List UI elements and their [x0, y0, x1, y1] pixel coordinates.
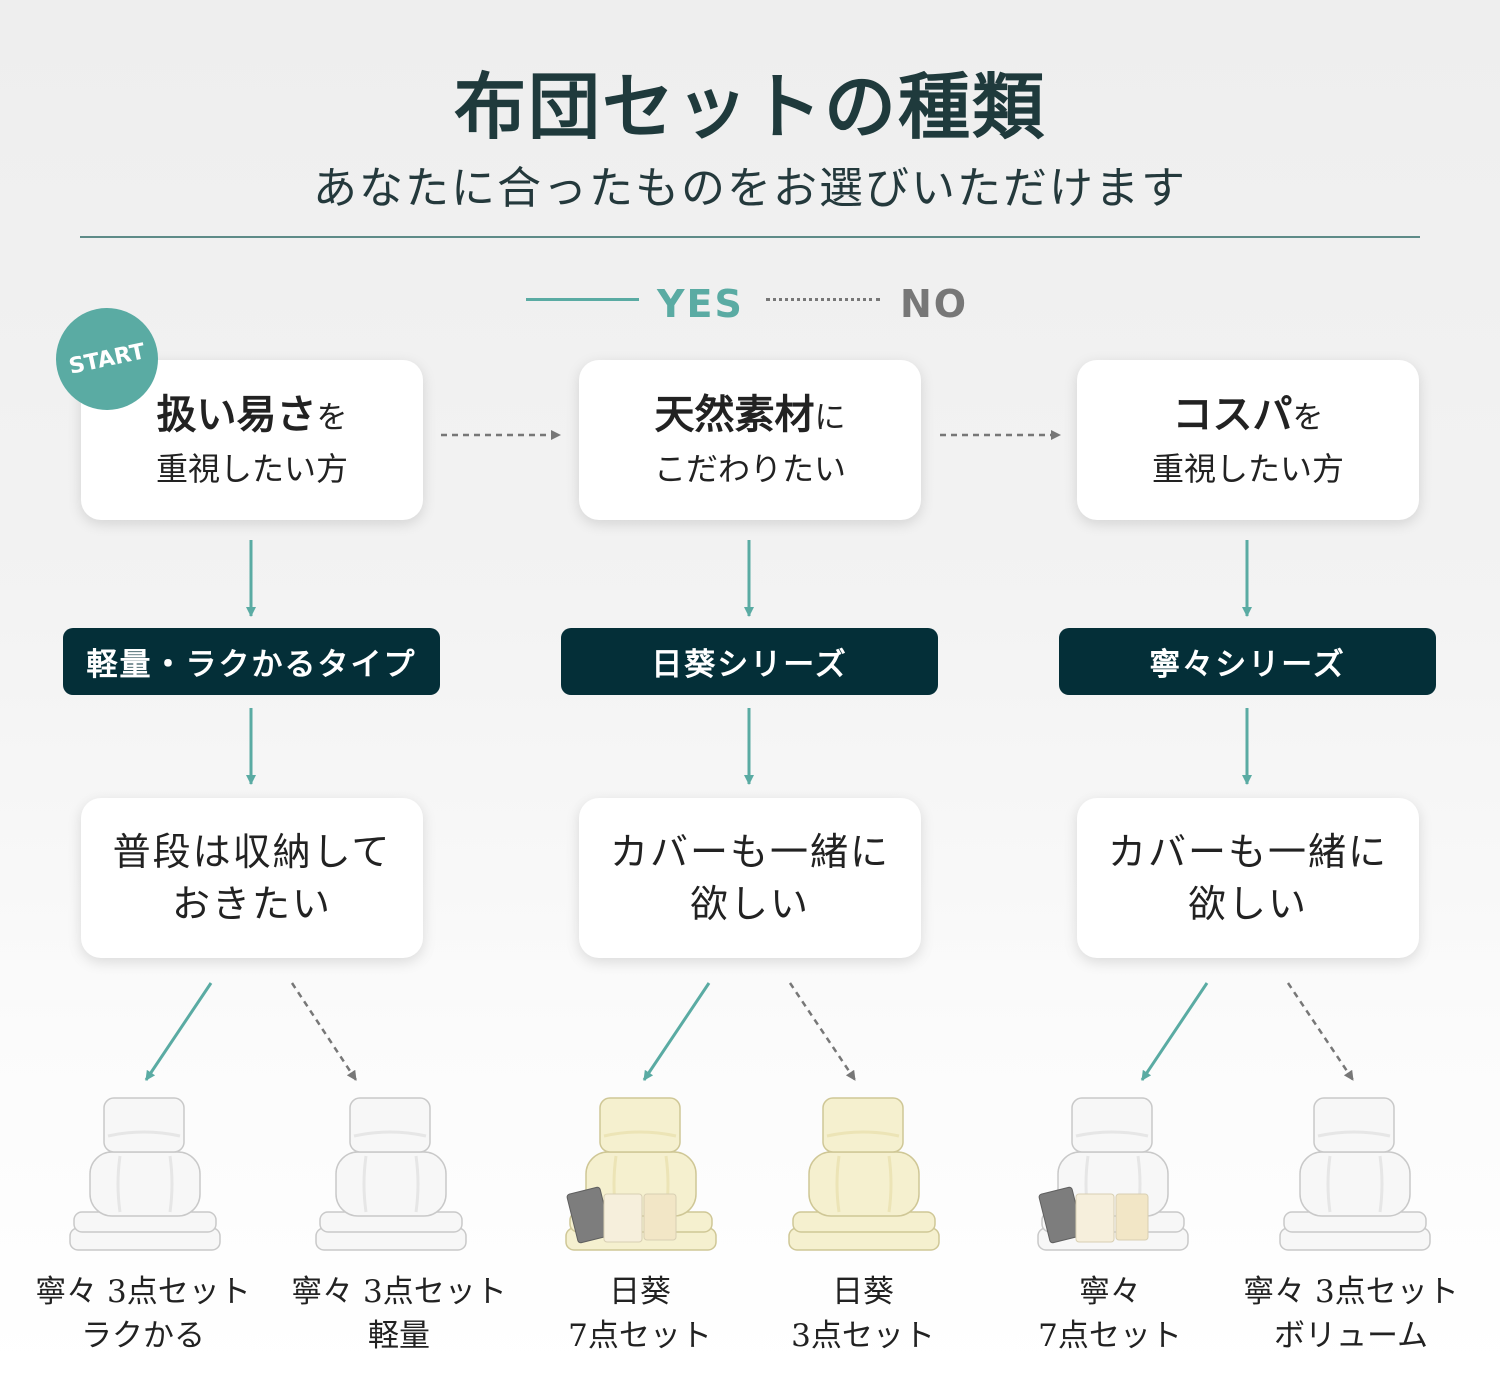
question-card-value: コスパを 重視したい方: [1077, 360, 1419, 520]
product-image-himawari-7pc: [565, 1097, 717, 1251]
divider: [80, 236, 1420, 238]
product-image-nene-3pc-volume: [1279, 1097, 1431, 1251]
condition-card-cover: カバーも一緒に 欲しい: [579, 798, 921, 958]
legend-no-label: NO: [900, 282, 969, 326]
product-label-line2: ラクかる: [81, 1318, 205, 1354]
no-arrow: [290, 982, 358, 1081]
condition-line1: 普段は収納して: [112, 830, 392, 874]
product-label-line1: 寧々 3点セット: [35, 1274, 251, 1310]
condition-line2: おきたい: [171, 882, 332, 926]
condition-line1: カバーも一緒に: [1107, 830, 1388, 874]
yes-arrow: [642, 982, 711, 1081]
product-label: 日葵 7点セット: [515, 1270, 765, 1358]
product-label: 寧々 3点セット 軽量: [274, 1270, 524, 1358]
product-image-nene-7pc: [1037, 1097, 1189, 1251]
product-label-line2: 7点セット: [1038, 1318, 1182, 1354]
condition-line2: 欲しい: [689, 882, 810, 926]
product-label-line1: 寧々: [1079, 1274, 1141, 1310]
product-label: 日葵 3点セット: [738, 1270, 988, 1358]
product-label-line1: 寧々 3点セット: [291, 1274, 507, 1310]
question-card-natural: 天然素材に こだわりたい: [579, 360, 921, 520]
legend-no-line: [766, 298, 880, 301]
yes-arrow: [144, 982, 213, 1081]
product-label-line1: 日葵: [832, 1274, 894, 1310]
product-label-line2: 7点セット: [568, 1318, 712, 1354]
product-label: 寧々 7点セット: [985, 1270, 1235, 1358]
question-keyword: 扱い易さ: [156, 391, 317, 438]
product-image-nene-3pc-light: [315, 1097, 467, 1251]
legend-yes-label: YES: [657, 282, 744, 326]
question-line2: こだわりたい: [653, 449, 846, 488]
product-label-line1: 日葵: [609, 1274, 671, 1310]
legend-yes-line: [526, 298, 639, 301]
product-label-line2: 軽量: [368, 1318, 430, 1354]
product-image-himawari-3pc: [788, 1097, 940, 1251]
question-particle: を: [1292, 399, 1324, 436]
page-title: 布団セットの種類: [453, 64, 1046, 149]
condition-line2: 欲しい: [1187, 882, 1308, 926]
question-line2: 重視したい方: [155, 449, 348, 488]
question-particle: に: [814, 399, 846, 436]
condition-card-cover: カバーも一緒に 欲しい: [1077, 798, 1419, 958]
product-label-line2: ボリューム: [1273, 1318, 1429, 1354]
page-subtitle: あなたに合ったものをお選びいただけます: [313, 163, 1187, 214]
product-label: 寧々 3点セット ラクかる: [18, 1270, 268, 1358]
product-image-nene-3pc-rakukaru: [69, 1097, 221, 1251]
product-label-line1: 寧々 3点セット: [1243, 1274, 1459, 1310]
product-label: 寧々 3点セット ボリューム: [1226, 1270, 1476, 1358]
no-arrow: [1286, 982, 1355, 1081]
question-line2: 重視したい方: [1151, 449, 1344, 488]
question-keyword: 天然素材: [654, 391, 815, 438]
question-particle: を: [316, 399, 348, 436]
yes-arrow: [1140, 982, 1209, 1081]
question-keyword: コスパ: [1172, 391, 1293, 438]
series-label-light: 軽量・ラクかるタイプ: [63, 628, 440, 695]
condition-card-storage: 普段は収納して おきたい: [81, 798, 423, 958]
product-label-line2: 3点セット: [791, 1318, 935, 1354]
series-label-nene: 寧々シリーズ: [1059, 628, 1436, 695]
no-arrow: [788, 982, 857, 1081]
condition-line1: カバーも一緒に: [609, 830, 890, 874]
series-label-himawari: 日葵シリーズ: [561, 628, 938, 695]
